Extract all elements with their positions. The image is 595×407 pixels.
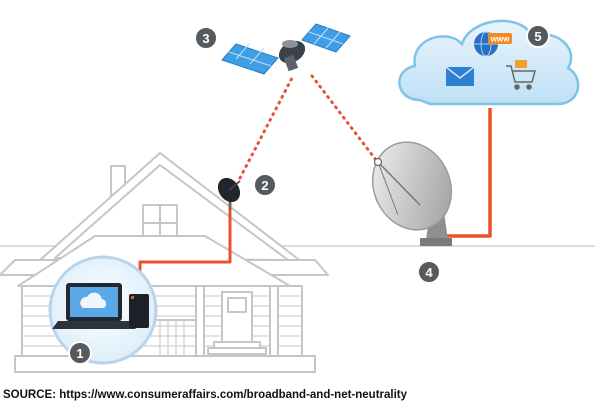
envelope-icon [445,66,475,86]
ground-dish [371,141,453,246]
dish-icon [371,141,453,231]
step-number-1: 1 [76,346,83,361]
globe-icon: www [474,31,512,57]
home-dish [217,177,241,210]
step-badge-3: 3 [194,26,218,50]
step-number-3: 3 [202,31,209,46]
dish-icon [217,177,241,203]
step-number-5: 5 [534,29,541,44]
source-caption: SOURCE: https://www.consumeraffairs.com/… [3,389,408,401]
computer-circle [48,255,158,365]
step-badge-2: 2 [253,173,277,197]
house [0,152,329,357]
satellite [221,23,351,75]
step-badge-1: 1 [68,341,92,365]
internet-cloud: www [398,19,580,106]
www-label: www [490,35,510,44]
cloud-icon [80,292,107,308]
signal-home-to-satellite [238,76,294,180]
house-foundation [14,355,316,373]
signal-satellite-to-ground [310,74,378,162]
step-number-2: 2 [261,178,268,193]
shopping-cart-icon [506,60,536,90]
modem-icon [129,294,149,328]
cable-dish-to-cloud [440,108,492,238]
step-badge-5: 5 [526,24,550,48]
step-badge-4: 4 [417,260,441,284]
satellite-icon [221,23,351,75]
step-number-4: 4 [425,265,433,280]
